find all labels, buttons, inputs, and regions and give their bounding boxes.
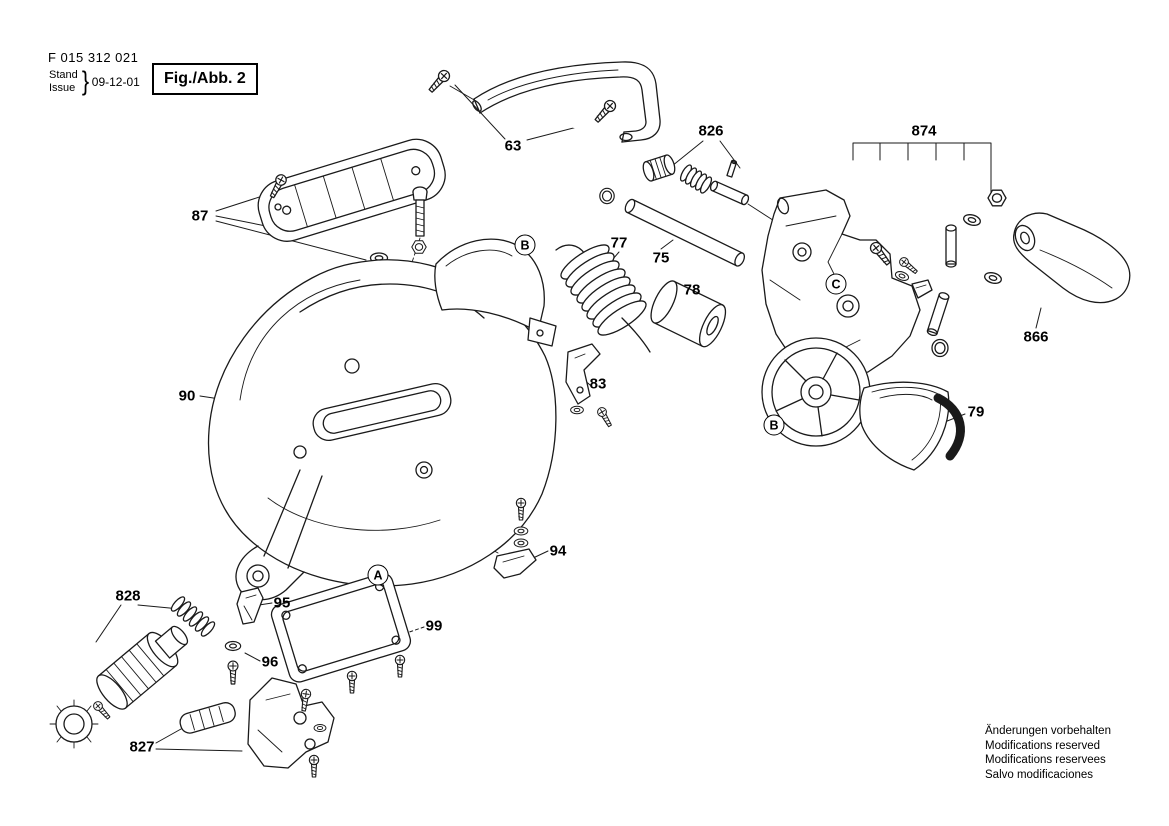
part-callout-90: 90: [178, 387, 196, 405]
note-de: Änderungen vorbehalten: [985, 725, 1111, 737]
lever-screw-drawing: [595, 405, 615, 429]
knob-drawing: [96, 625, 189, 710]
figure-label-box: Fig./Abb. 2: [152, 63, 258, 95]
view-label-A: A: [367, 564, 389, 586]
roll-pin-drawing: [726, 159, 738, 178]
view-label-C: C: [825, 273, 847, 295]
foot-bracket-drawing: [247, 677, 335, 769]
cable-clip-drawing: [493, 548, 537, 579]
note-es: Salvo modificaciones: [985, 768, 1094, 781]
pivot-pin-drawing: [624, 198, 746, 267]
handle-screw-drawing: [425, 67, 453, 96]
pedal-drawing: [179, 702, 236, 734]
note-en: Modifications reserved: [985, 739, 1101, 752]
upper-guard-cover-drawing: [257, 138, 446, 242]
part-callout-96: 96: [261, 653, 279, 671]
issue-date: 09-12-01: [91, 74, 140, 89]
stand-label: Stand: [49, 68, 78, 81]
part-callout-83: 83: [589, 375, 607, 393]
knob-screw-drawing: [91, 699, 113, 722]
tension-spring-drawing: [555, 244, 651, 353]
lock-knob-drawing: [49, 699, 99, 749]
part-callout-94: 94: [549, 542, 567, 560]
part-callout-95: 95: [273, 594, 291, 612]
bevel-plate-drawing: [761, 337, 871, 447]
guard-segment-drawing: [434, 238, 557, 347]
part-callout-63: 63: [504, 137, 522, 155]
brace-glyph: }: [81, 66, 89, 96]
screw-drawing: [227, 660, 239, 685]
view-label-B: B: [763, 414, 785, 436]
spring-828-drawing: [170, 596, 216, 637]
washer-drawing: [570, 405, 584, 415]
part-callout-827: 827: [129, 738, 155, 756]
modification-notes: Änderungen vorbehalten Modifications res…: [985, 724, 1111, 782]
oring-drawing: [599, 187, 615, 205]
washer-drawing: [513, 526, 529, 536]
guard-sector-drawing: [859, 381, 950, 471]
nut-drawing: [987, 189, 1007, 207]
part-callout-828: 828: [115, 587, 141, 605]
washer-drawing: [513, 538, 529, 548]
part-callout-874: 874: [911, 122, 937, 140]
pin-drawing: [945, 224, 957, 268]
oring-drawing: [931, 338, 949, 358]
view-label-B: B: [514, 234, 536, 256]
pin-drawing: [926, 292, 950, 337]
knurled-nut-drawing: [642, 154, 676, 182]
cover-washer-drawing: [274, 203, 282, 211]
retainer-clip-drawing: [236, 587, 264, 625]
plate-screw-drawing: [346, 670, 358, 694]
washer-drawing: [961, 212, 983, 228]
part-callout-75: 75: [652, 249, 670, 267]
bracket-screw-drawing: [308, 754, 320, 778]
part-callout-99: 99: [425, 617, 443, 635]
washer-drawing: [982, 270, 1004, 286]
revision-block: Stand Issue } 09-12-01: [49, 66, 140, 97]
clip-drawing: [911, 279, 933, 299]
part-callout-826: 826: [698, 122, 724, 140]
note-fr: Modifications reservees: [985, 754, 1106, 766]
latch-lever-drawing: [565, 343, 601, 405]
main-housing-drawing: [207, 259, 557, 601]
detent-pin-drawing: [709, 180, 750, 206]
washer-drawing: [313, 724, 327, 732]
part-callout-866: 866: [1023, 328, 1049, 346]
issue-label: Issue: [49, 81, 76, 94]
clamp-lever-drawing: [1012, 212, 1131, 304]
part-callout-77: 77: [610, 234, 628, 252]
roller-drawing: [650, 280, 727, 348]
bolt-drawing: [412, 186, 428, 237]
small-spring-drawing: [679, 164, 713, 194]
part-callout-87: 87: [191, 207, 209, 225]
bolt-nut-drawing: [411, 240, 427, 254]
plate-screw-drawing: [394, 654, 406, 678]
motion-arrow: [933, 393, 965, 461]
part-callout-78: 78: [683, 281, 701, 299]
washer-drawing: [224, 640, 242, 652]
document-part-number: F 015 312 021: [48, 50, 139, 65]
base-plate-drawing: [270, 572, 412, 683]
carry-handle-drawing: [472, 61, 661, 143]
part-callout-79: 79: [967, 403, 985, 421]
